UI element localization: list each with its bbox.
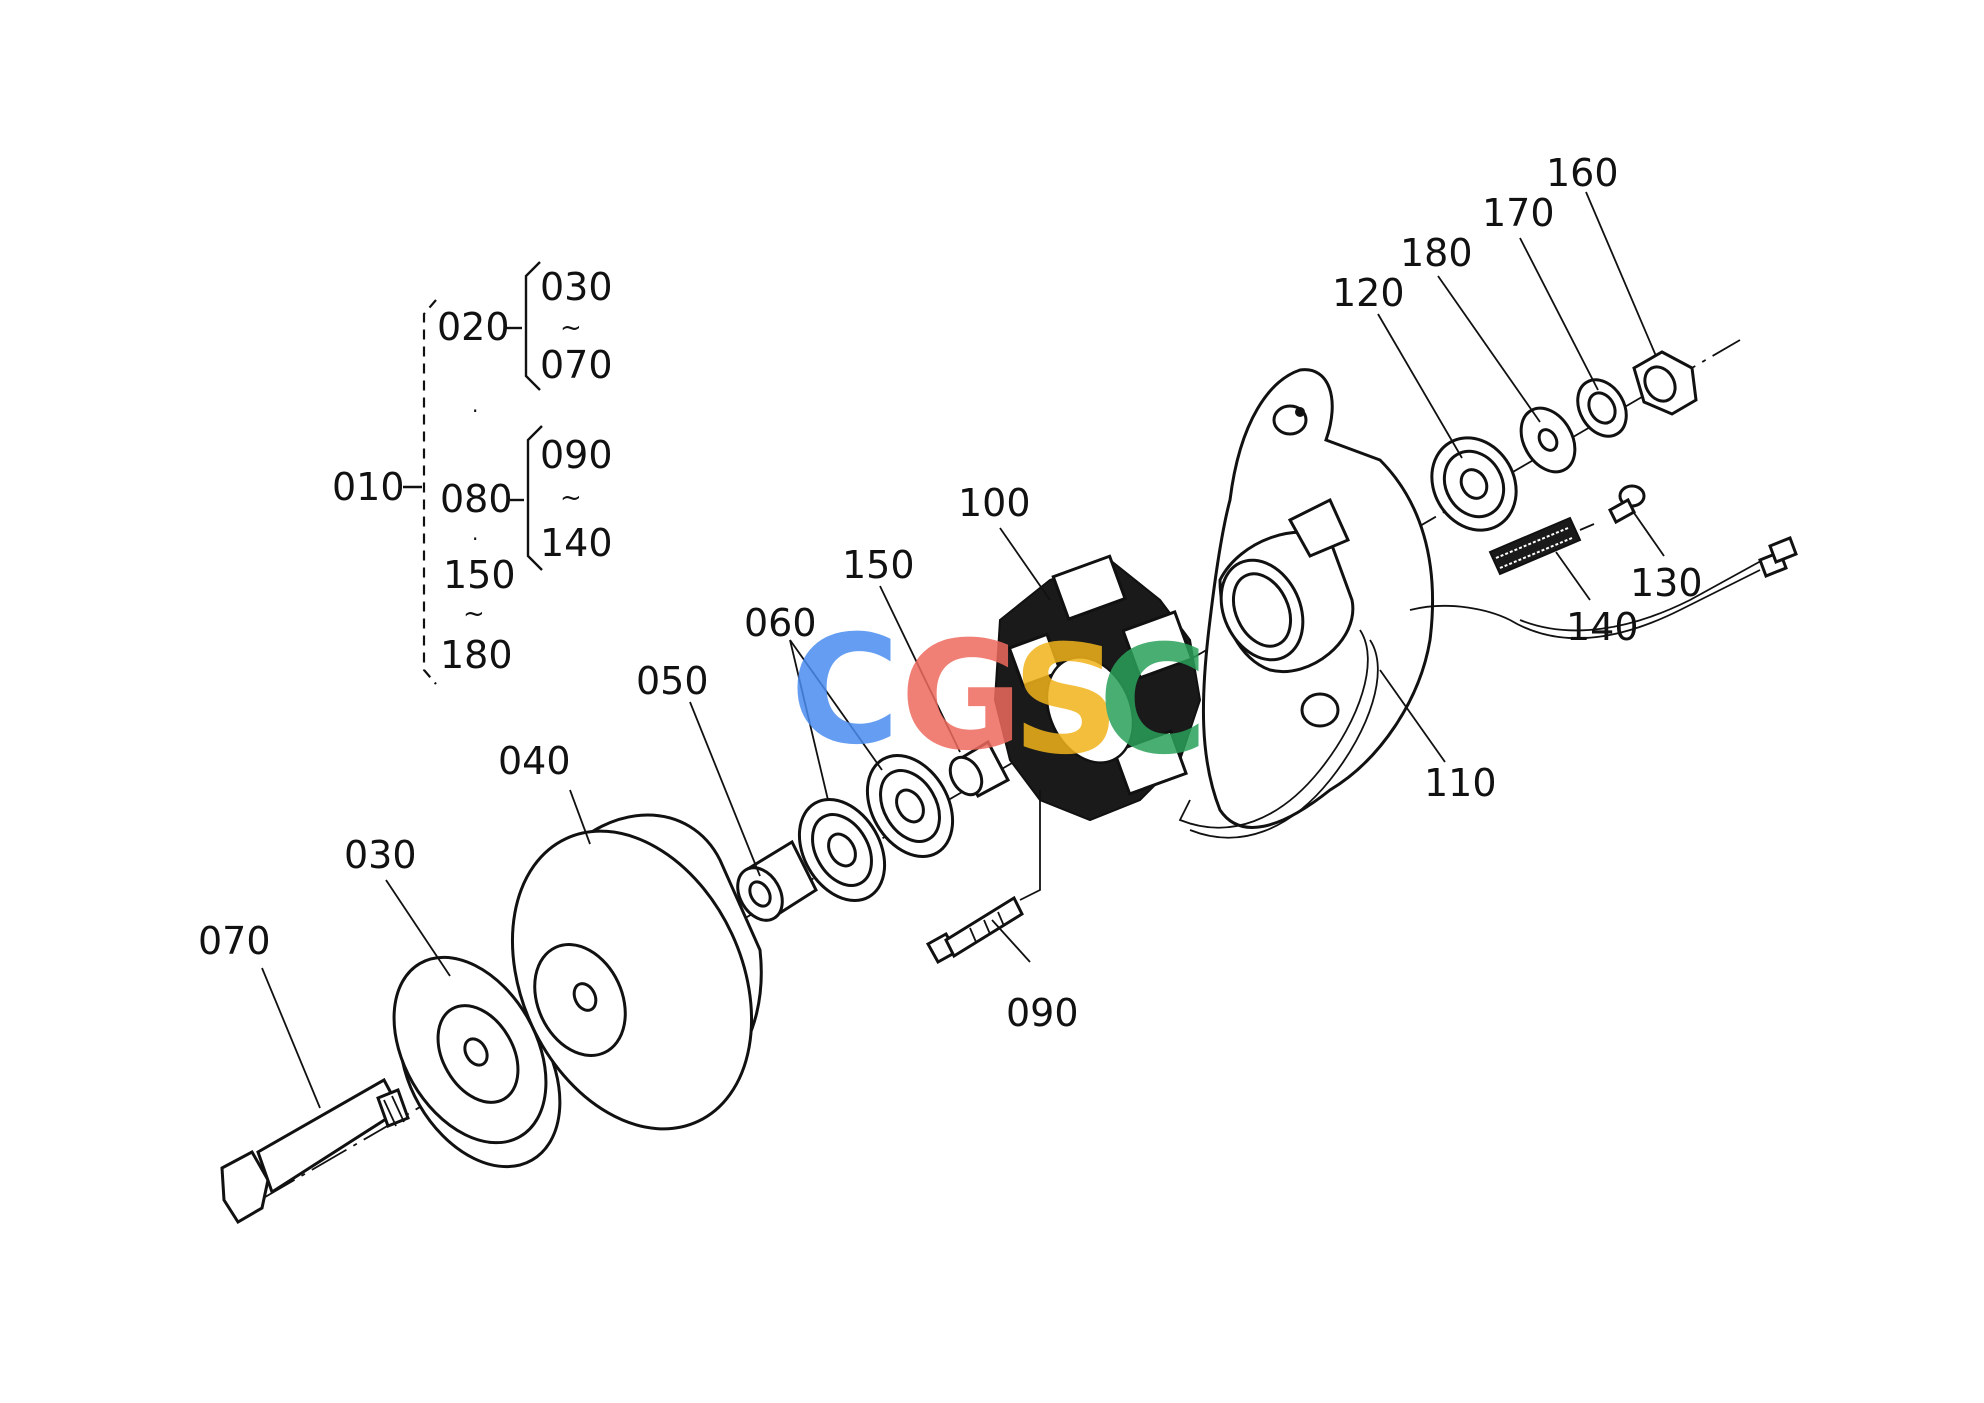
tree-080-to: 140	[540, 521, 613, 565]
part-150-sleeve	[948, 739, 1011, 799]
label-040: 040	[498, 739, 571, 783]
tree-020-to: 070	[540, 343, 613, 387]
watermark-letter-c1: C	[790, 604, 900, 778]
tree-group-080-bracket	[526, 425, 543, 571]
tree-150-to: 180	[440, 633, 513, 677]
part-050-spacer	[736, 839, 818, 922]
part-120-bearing	[1430, 436, 1518, 532]
part-100-stator	[993, 554, 1202, 901]
part-030-flange	[392, 955, 562, 1169]
part-170-spring-washer	[1576, 378, 1628, 438]
part-060-bearings	[797, 754, 955, 902]
callout-labels: 070 030 040 050 060 150 100 090 110 120 …	[198, 151, 1703, 1035]
leader-lines	[261, 191, 1665, 1109]
label-140: 140	[1566, 605, 1639, 649]
part-040-drum	[510, 813, 763, 1131]
label-090: 090	[1006, 991, 1079, 1035]
svg-text:.: .	[472, 393, 478, 417]
part-070-bolt	[220, 1077, 410, 1225]
tree-020-from: 030	[540, 265, 613, 309]
part-110-housing	[1201, 368, 1434, 829]
label-130: 130	[1630, 561, 1703, 605]
label-120: 120	[1332, 271, 1405, 315]
part-180-washer	[1519, 406, 1577, 474]
tree-080-from: 090	[540, 433, 613, 477]
tree-150-from: 150	[443, 553, 516, 597]
part-130-bolt	[1608, 484, 1646, 525]
label-060: 060	[744, 601, 817, 645]
tree-group-080-label: 080	[440, 477, 513, 521]
part-090-screw	[925, 895, 1024, 965]
svg-text:~: ~	[560, 483, 582, 513]
watermark-letter-s: S	[1012, 614, 1120, 788]
wires	[1178, 536, 1798, 839]
svg-text:.: .	[472, 521, 478, 545]
assembly-tree: 010 020 030 ~ 070 . 080 090 ~ 140 . 150 …	[332, 261, 613, 685]
label-050: 050	[636, 659, 709, 703]
watermark-letter-g: G	[900, 610, 1023, 784]
part-160-nut	[1632, 350, 1698, 416]
svg-text:~: ~	[463, 599, 485, 629]
tree-group-020-bracket	[524, 261, 541, 391]
label-070: 070	[198, 919, 271, 963]
tree-root-bracket	[422, 299, 437, 685]
label-180: 180	[1400, 231, 1473, 275]
label-150: 150	[842, 543, 915, 587]
watermark-letter-c2: C	[1098, 614, 1208, 788]
label-030: 030	[344, 833, 417, 877]
part-140-plate	[1488, 516, 1595, 576]
svg-text:~: ~	[560, 313, 582, 343]
tree-group-020-label: 020	[437, 305, 510, 349]
tree-root-label: 010	[332, 465, 405, 509]
label-170: 170	[1482, 191, 1555, 235]
watermark-logo: C G S C	[790, 604, 1208, 788]
label-110: 110	[1424, 761, 1497, 805]
label-160: 160	[1546, 151, 1619, 195]
label-100: 100	[958, 481, 1031, 525]
